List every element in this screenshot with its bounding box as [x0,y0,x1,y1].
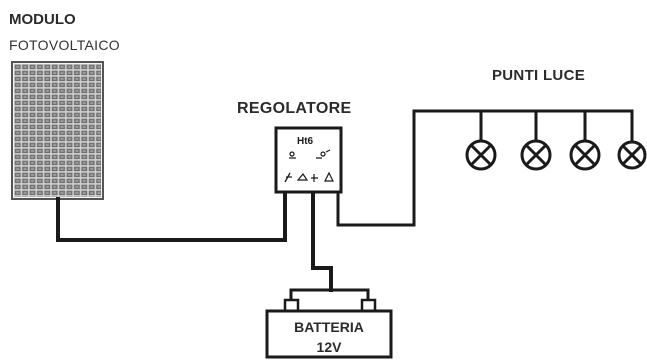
module-subtitle-label: FOTOVOLTAICO [9,37,120,53]
module-title-label: MODULO [9,11,76,28]
wiring [56,109,634,313]
regulator-label: REGOLATORE [237,100,352,117]
lamp-4 [617,140,647,170]
lamp-2 [520,139,552,171]
regulator-box: Ht6 [274,126,343,194]
battery-label: BATTERIA [294,319,364,335]
battery-terminal-negative [283,298,300,313]
lamps [465,139,647,171]
lamp-1 [465,139,497,171]
regulator-marking: Ht6 [297,136,314,147]
battery: BATTERIA 12V [265,298,393,359]
battery-terminal-positive [360,298,377,313]
lights-label: PUNTI LUCE [492,67,585,84]
solar-panel [11,61,104,200]
battery-voltage-label: 12V [317,339,343,355]
lamp-3 [569,139,601,171]
